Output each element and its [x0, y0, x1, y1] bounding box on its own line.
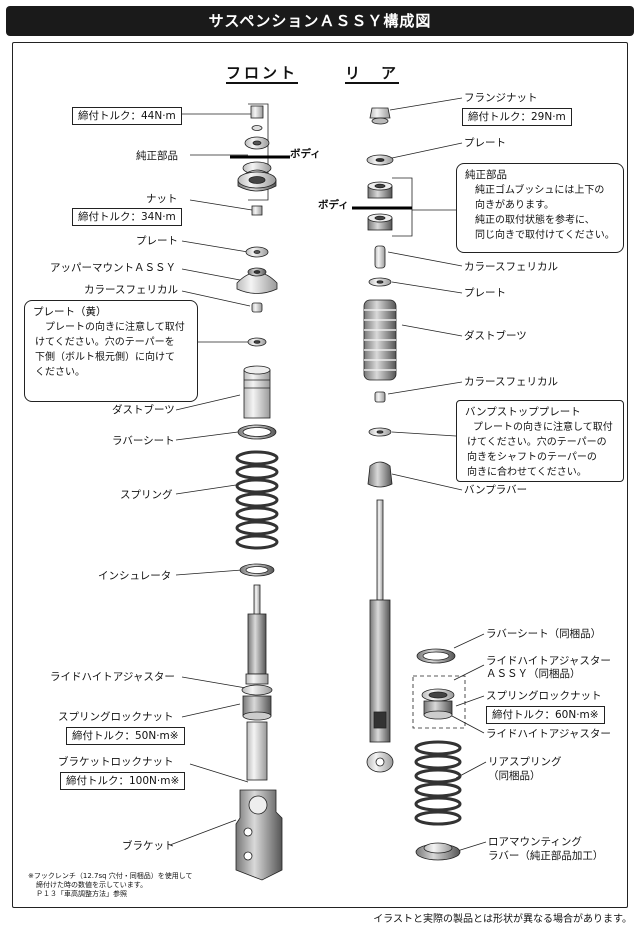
- rear-spring-line2: （同梱品）: [488, 770, 541, 782]
- rear-bump-stop-note: バンプストッププレート プレートの向きに注意して取付 けてください。穴のテーパー…: [456, 400, 624, 482]
- rear-collar-spherical2-label: カラースフェリカル: [464, 376, 558, 388]
- front-dust-boot-label: ダストブーツ: [112, 404, 175, 416]
- rear-genuine-note-line: 純正ゴムブッシュには上下の: [475, 185, 605, 196]
- front-plate-note-title: プレート（黄）: [33, 306, 107, 318]
- front-plate-note-line: ください。: [35, 367, 85, 378]
- rear-plate-label: プレート: [464, 137, 506, 149]
- front-bracket-lock-nut-label: ブラケットロックナット: [58, 756, 174, 768]
- rear-spring-lock-nut-label: スプリングロックナット: [486, 690, 602, 702]
- footnote-line: Ｐ１３「車高調整方法」参照: [36, 890, 127, 898]
- rear-rubber-seat-label: ラバーシート（同梱品）: [486, 628, 602, 640]
- front-nut-label: ナット: [146, 193, 178, 205]
- diagram-frame: [12, 42, 628, 908]
- front-plate-note-line: けてください。穴のテーパーを: [35, 337, 175, 348]
- rear-plate2-label: プレート: [464, 287, 506, 299]
- rear-lower-mount-line1: ロアマウンティング: [488, 836, 582, 848]
- rear-ride-height-assy-line1: ライドハイトアジャスター: [486, 655, 611, 667]
- rear-body-label: ボディ: [318, 199, 349, 211]
- rear-ride-height-adjuster-label: ライドハイトアジャスター: [486, 728, 611, 740]
- front-spring-label: スプリング: [120, 489, 173, 501]
- diagram-title: サスペンションＡＳＳＹ構成図: [6, 6, 634, 36]
- rear-genuine-note-line: 向きがあります。: [475, 200, 554, 211]
- rear-bump-stop-note-line: 向きに合わせてください。: [467, 467, 587, 478]
- front-rubber-seat-label: ラバーシート: [112, 435, 175, 447]
- footnote: ※フックレンチ（12.7sq 穴付・同梱品）を使用して 締付けた時の数値を示して…: [28, 872, 193, 899]
- front-insulator-label: インシュレータ: [98, 570, 172, 582]
- front-torque-upper-nut: 締付トルク：44N·m: [72, 107, 182, 125]
- front-torque-nut: 締付トルク：34N·m: [72, 208, 182, 226]
- front-plate-note: プレート（黄） プレートの向きに注意して取付 けてください。穴のテーパーを 下側…: [24, 300, 198, 402]
- footnote-line: 締付けた時の数値を示しています。: [36, 881, 148, 889]
- rear-bump-stop-note-line: プレートの向きに注意して取付: [473, 422, 613, 433]
- rear-torque-flange-nut: 締付トルク：29N·m: [462, 108, 572, 126]
- rear-torque-spring-lock: 締付トルク：60N·m※: [486, 706, 605, 724]
- rear-ride-height-assy-line2: ＡＳＳＹ（同梱品）: [486, 668, 581, 680]
- front-torque-bracket-lock: 締付トルク：100N·m※: [60, 772, 186, 790]
- rear-collar-spherical-label: カラースフェリカル: [464, 261, 558, 273]
- front-upper-mount-label: アッパーマウントＡＳＳＹ: [50, 262, 176, 274]
- front-ride-height-adjuster-label: ライドハイトアジャスター: [50, 671, 175, 683]
- front-plate-note-line: プレートの向きに注意して取付: [45, 322, 185, 333]
- footnote-line: ※フックレンチ（12.7sq 穴付・同梱品）を使用して: [28, 872, 193, 880]
- front-genuine-parts-label: 純正部品: [136, 150, 178, 162]
- front-collar-spherical-label: カラースフェリカル: [84, 284, 178, 296]
- front-torque-spring-lock: 締付トルク：50N·m※: [66, 727, 185, 745]
- rear-bump-stop-note-line: 向きをシャフトのテーパーの: [467, 452, 597, 463]
- rear-genuine-note-line: 純正の取付状態を参考に、: [475, 215, 595, 226]
- rear-lower-mount-line2: ラバー（純正部品加工）: [488, 850, 604, 862]
- front-header: フロント: [226, 64, 299, 84]
- rear-header: リ ア: [345, 64, 400, 84]
- rear-genuine-note-line: 同じ向きで取付けてください。: [475, 230, 615, 241]
- disclaimer: イラストと実際の製品とは形状が異なる場合があります。: [373, 914, 632, 925]
- front-spring-lock-nut-label: スプリングロックナット: [58, 711, 174, 723]
- rear-bump-stop-note-title: バンプストッププレート: [465, 406, 581, 418]
- rear-genuine-note: 純正部品 純正ゴムブッシュには上下の 向きがあります。 純正の取付状態を参考に、…: [456, 163, 624, 253]
- rear-bump-stop-note-line: けてください。穴のテーパーの: [467, 437, 607, 448]
- front-body-label: ボディ: [290, 148, 321, 160]
- front-plate-note-line: 下側（ボルト根元側）に向けて: [35, 352, 175, 363]
- rear-genuine-note-title: 純正部品: [465, 169, 507, 181]
- rear-spring-line1: リアスプリング: [488, 756, 562, 768]
- front-bracket-label: ブラケット: [122, 840, 175, 852]
- rear-flange-nut-label: フランジナット: [464, 92, 538, 104]
- front-plate-label: プレート: [136, 235, 178, 247]
- rear-bump-rubber-label: バンプラバー: [464, 484, 528, 496]
- rear-dust-boot-label: ダストブーツ: [464, 330, 527, 342]
